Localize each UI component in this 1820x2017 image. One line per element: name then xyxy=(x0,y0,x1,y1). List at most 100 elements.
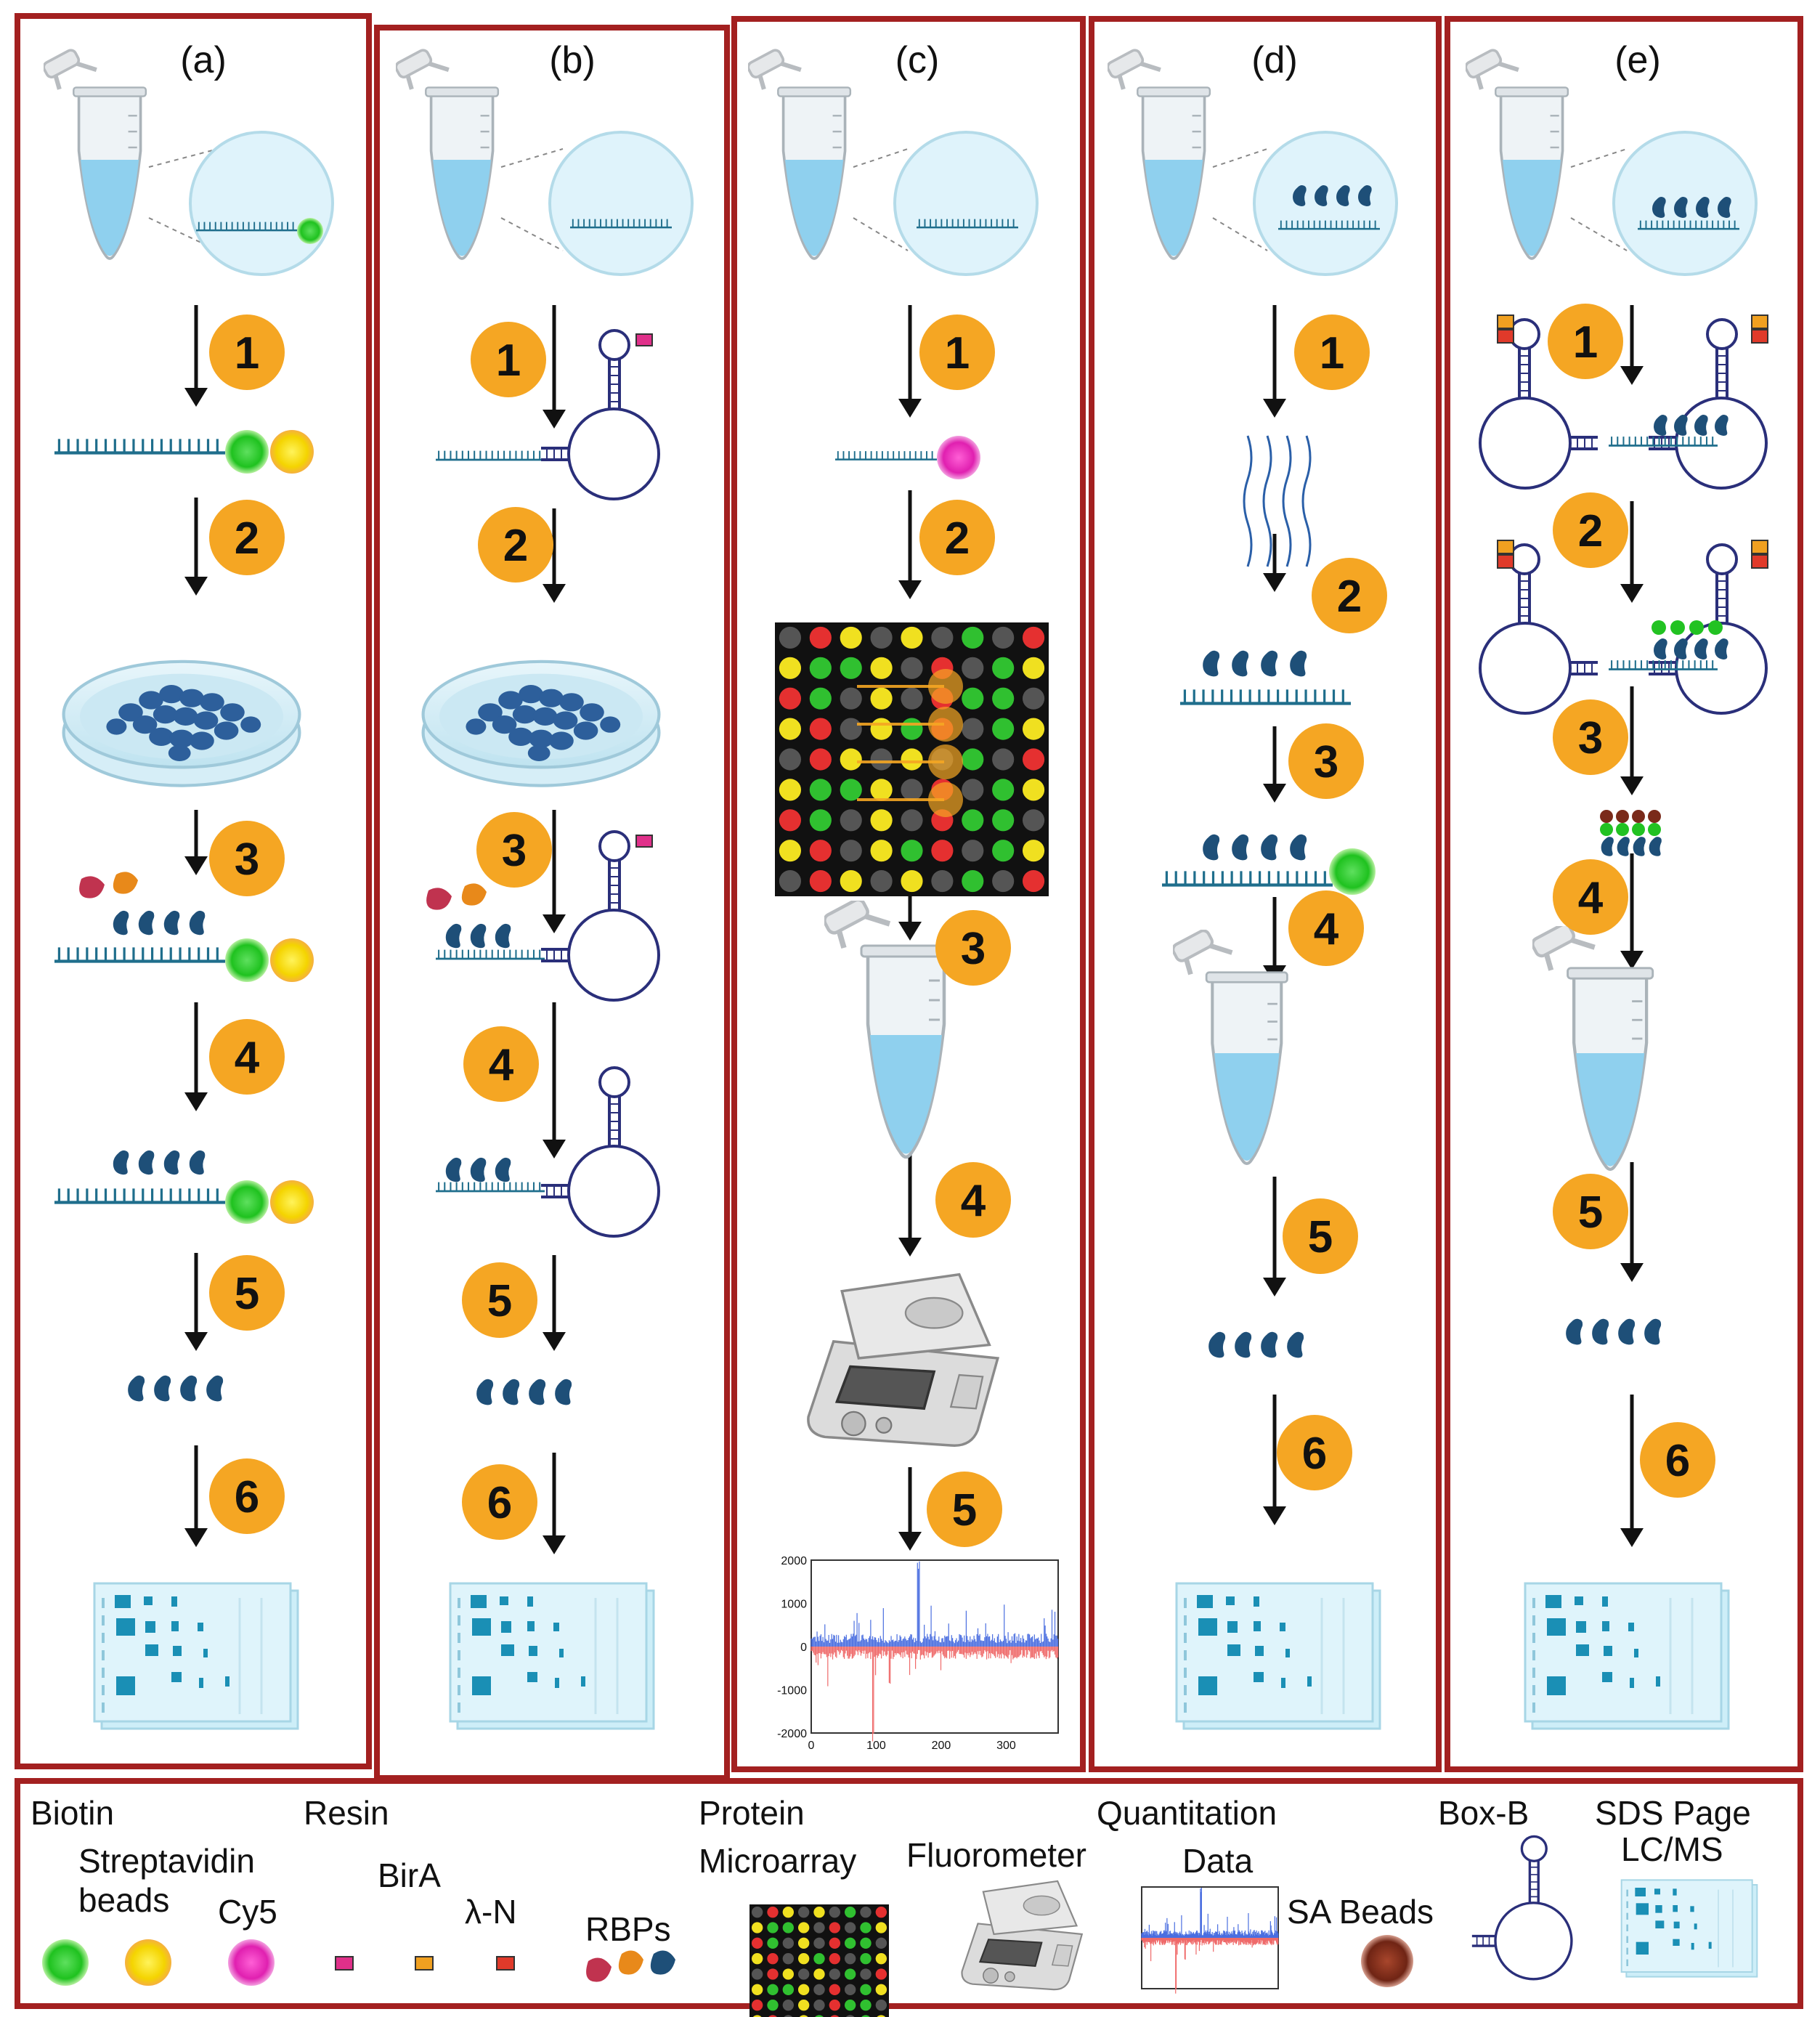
array-spot xyxy=(1022,626,1045,649)
arrow-head xyxy=(184,856,208,875)
legend-fluorometer-icon xyxy=(961,1880,1083,1991)
protein-icon xyxy=(445,923,462,949)
step-number: 3 xyxy=(1578,713,1603,763)
array-spot xyxy=(844,1952,856,1965)
array-spot xyxy=(901,657,923,679)
array-spot xyxy=(809,840,832,862)
protein-icon xyxy=(1290,650,1307,677)
arrow-head xyxy=(1620,776,1644,795)
step-number: 4 xyxy=(961,1176,986,1226)
array-spot xyxy=(813,1968,825,1980)
panel-b-content xyxy=(423,329,659,1730)
lambda-n-tag-icon xyxy=(1751,329,1768,344)
array-spot xyxy=(875,1937,887,1949)
panel-d-frame xyxy=(1089,16,1442,1772)
array-spot xyxy=(840,657,862,679)
legend-box-b-label: Box-B xyxy=(1438,1794,1529,1832)
step-number: 5 xyxy=(952,1485,977,1535)
step-number: 1 xyxy=(945,328,970,378)
array-spot xyxy=(877,2015,886,2017)
tube-icon xyxy=(1106,49,1210,259)
array-spot xyxy=(829,1906,841,1918)
uv-rays-icon xyxy=(1243,435,1312,567)
array-spot xyxy=(779,718,802,740)
arrow-head xyxy=(1620,951,1644,970)
panel-a-content xyxy=(54,430,314,1730)
array-spot xyxy=(797,1999,810,2011)
protein-icon xyxy=(470,923,487,949)
array-spot xyxy=(840,779,862,801)
zoom-circle xyxy=(893,131,1039,276)
array-spot xyxy=(1022,779,1045,801)
protein-icon xyxy=(154,1375,171,1402)
bira-tag-icon xyxy=(1497,314,1514,329)
array-spot xyxy=(875,1906,887,1918)
array-spot xyxy=(813,1922,825,1933)
array-spot xyxy=(751,1984,763,1996)
array-spot xyxy=(797,1984,810,1996)
step-badge-0-3: 3 xyxy=(209,821,285,896)
array-spot xyxy=(751,1999,763,2011)
arrow-head xyxy=(543,410,566,429)
step-badge-3-6: 6 xyxy=(1277,1415,1352,1490)
protein-icon xyxy=(1566,1318,1583,1345)
protein-icon xyxy=(1644,1318,1662,1345)
array-spot xyxy=(1022,869,1045,893)
legend: Biotin Streptavidin beads Cy5 Resin BirA… xyxy=(31,1794,1758,2017)
array-spot xyxy=(962,657,984,679)
array-spot xyxy=(1022,748,1045,771)
panel-label-e: (e) xyxy=(1614,39,1661,81)
step-number: 4 xyxy=(489,1040,514,1090)
array-spot xyxy=(797,1937,810,1949)
protein-icon xyxy=(163,1150,180,1175)
step-badge-2-3: 3 xyxy=(935,910,1011,986)
panel-a-input xyxy=(42,49,334,276)
legend-streptavidin-label-2: beads xyxy=(78,1881,169,1919)
rna-icon xyxy=(436,950,545,959)
tube-icon xyxy=(42,49,146,259)
biotin-icon xyxy=(297,218,323,244)
protein-icon xyxy=(206,1375,224,1402)
legend-cy5-label: Cy5 xyxy=(218,1893,277,1931)
array-spot xyxy=(779,657,802,679)
array-spot xyxy=(809,687,832,710)
protein-icon xyxy=(1618,1318,1636,1345)
protein-icon xyxy=(495,1157,511,1182)
legend-protein-label: Protein xyxy=(699,1794,805,1832)
step-badge-2-2: 2 xyxy=(919,500,995,575)
arrow-head xyxy=(543,584,566,603)
array-spot xyxy=(779,626,802,649)
arrow-head xyxy=(543,1332,566,1351)
array-spot xyxy=(782,1937,795,1949)
array-spot xyxy=(797,1922,810,1933)
bira-tag-icon xyxy=(1497,540,1514,554)
legend-streptavidin-label: Streptavidin xyxy=(78,1842,255,1880)
rna-icon xyxy=(1162,871,1333,885)
protein-icon xyxy=(1235,1331,1252,1358)
bira-tag-icon xyxy=(1751,540,1768,554)
array-spot xyxy=(870,748,893,771)
rbp-icon xyxy=(461,883,487,906)
legend-microarray-label: Microarray xyxy=(699,1842,856,1880)
array-spot xyxy=(829,1984,841,1996)
legend-resin-icon xyxy=(335,1956,354,1971)
arrow-head xyxy=(898,1238,922,1257)
step-badge-1-2: 2 xyxy=(478,507,553,583)
array-spot xyxy=(779,840,802,862)
legend-biotin-label: Biotin xyxy=(31,1794,114,1832)
gel-icon xyxy=(449,1582,655,1730)
step-badge-2-1: 1 xyxy=(919,314,995,390)
protein-icon xyxy=(138,1150,155,1175)
gel-icon xyxy=(93,1582,299,1730)
legend-quantitation-label: Quantitation xyxy=(1097,1794,1277,1832)
array-spot xyxy=(1022,687,1045,710)
step-number: 1 xyxy=(1573,317,1598,368)
array-spot xyxy=(809,626,832,649)
resin-tag-icon xyxy=(635,835,653,848)
protein-icon xyxy=(189,910,206,936)
array-spot xyxy=(815,2015,824,2017)
step-badge-2-4: 4 xyxy=(935,1162,1011,1238)
legend-bira-icon xyxy=(415,1956,434,1971)
array-spot xyxy=(875,1984,887,1996)
